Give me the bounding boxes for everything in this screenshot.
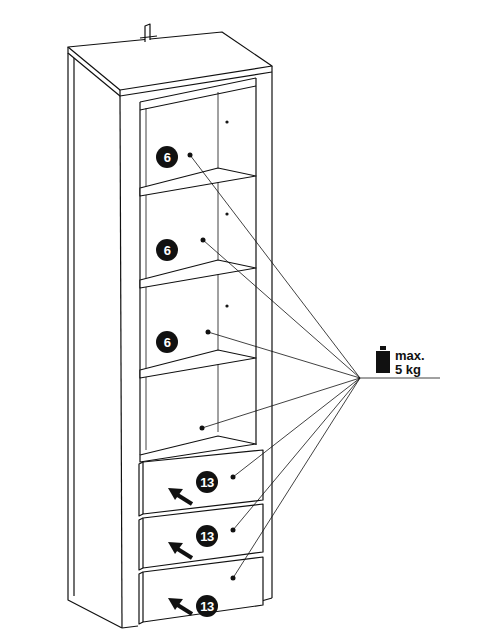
callout-text: 13 xyxy=(200,476,213,489)
callout-number: 13 xyxy=(196,525,218,547)
callout-number: 6 xyxy=(156,146,178,168)
callout-number: 6 xyxy=(156,331,178,353)
callout-text: 6 xyxy=(164,336,171,349)
callout-text: 6 xyxy=(164,244,171,257)
callout-text: 13 xyxy=(200,600,213,613)
callout-text: 13 xyxy=(200,530,213,543)
callout-text: 6 xyxy=(164,151,171,164)
callout-number: 6 xyxy=(156,239,178,261)
callout-number: 13 xyxy=(196,471,218,493)
load-limit-label: max. 5 kg xyxy=(395,349,431,377)
callout-number: 13 xyxy=(196,595,218,617)
